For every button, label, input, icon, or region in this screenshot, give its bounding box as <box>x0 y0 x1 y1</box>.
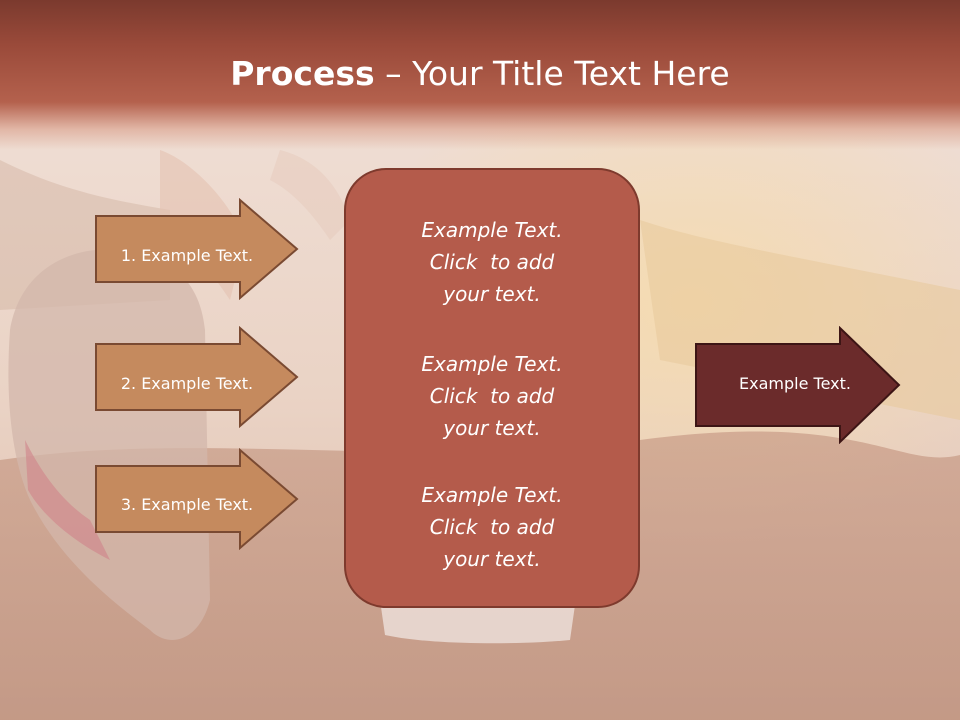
center-block-1-line-2: Click to add <box>429 250 555 274</box>
slide-title[interactable]: Process – Your Title Text Here <box>0 52 960 96</box>
center-text-box[interactable]: Example Text. Click to add your text. Ex… <box>344 168 640 608</box>
center-block-3-line-3: your text. <box>443 547 541 571</box>
step-arrow-1[interactable] <box>94 198 300 300</box>
center-block-1-line-1: Example Text. <box>421 218 563 242</box>
step-arrow-1-label: 1. Example Text. <box>120 246 254 265</box>
center-block-3-line-1: Example Text. <box>421 483 563 507</box>
center-block-2-line-1: Example Text. <box>421 352 563 376</box>
title-rest: – Your Title Text Here <box>374 54 730 93</box>
step-arrow-2[interactable] <box>94 326 300 428</box>
step-arrow-3-label: 3. Example Text. <box>120 495 254 514</box>
center-block-1-line-3: your text. <box>443 282 541 306</box>
step-arrow-3[interactable] <box>94 448 300 550</box>
step-arrow-2-label: 2. Example Text. <box>120 374 254 393</box>
center-block-3-line-2: Click to add <box>429 515 555 539</box>
center-text-block-3[interactable]: Example Text. Click to add your text. <box>346 479 638 575</box>
center-block-2-line-2: Click to add <box>429 384 555 408</box>
title-band <box>0 0 960 150</box>
center-block-2-line-3: your text. <box>443 416 541 440</box>
result-arrow-label: Example Text. <box>739 374 851 393</box>
center-text-block-1[interactable]: Example Text. Click to add your text. <box>346 214 638 310</box>
result-arrow[interactable] <box>694 326 902 444</box>
title-bold: Process <box>230 54 375 93</box>
center-text-block-2[interactable]: Example Text. Click to add your text. <box>346 348 638 444</box>
